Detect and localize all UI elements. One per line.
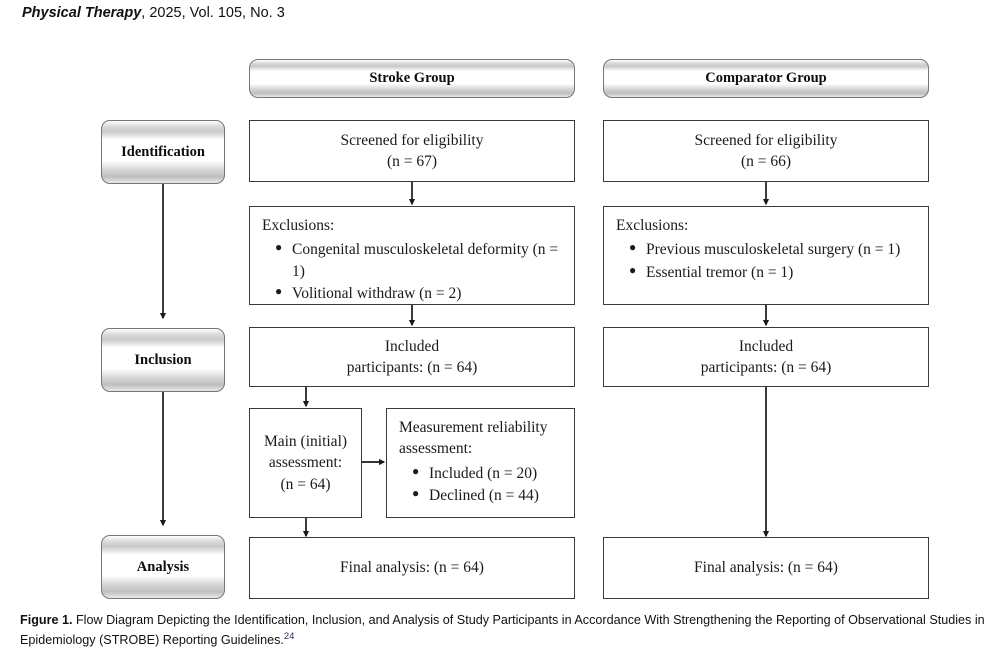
list-item: ● Congenital musculoskeletal deformity (… (275, 239, 564, 282)
node-stroke-included-line1: Included (384, 337, 440, 355)
column-header-stroke-group-label: Stroke Group (369, 70, 455, 86)
list-item: ● Essential tremor (n = 1) (629, 262, 918, 283)
figure-caption: Figure 1. Flow Diagram Depicting the Ide… (20, 612, 988, 650)
node-stroke-main-line2: assessment: (268, 454, 343, 472)
node-comparator-exclusions-item-1: Essential tremor (n = 1) (646, 263, 794, 281)
figure-caption-reference: 24 (283, 630, 295, 642)
connector-layer (159, 182, 770, 538)
journal-issue: , 2025, Vol. 105, No. 3 (141, 5, 285, 21)
node-comparator-included: Included participants: (n = 64) (603, 327, 929, 387)
node-comparator-screened: Screened for eligibility (n = 66) (603, 120, 929, 182)
node-stroke-exclusions-item-0: Congenital musculoskeletal deformity (n … (292, 241, 559, 280)
node-stroke-reliability-item-1: Declined (n = 44) (429, 487, 539, 505)
list-item: ● Included (n = 20) (412, 463, 564, 484)
node-comparator-final-label: Final analysis: (n = 64) (694, 559, 838, 577)
node-stroke-included-line2: participants: (n = 64) (346, 359, 478, 376)
node-stroke-final-label: Final analysis: (n = 64) (340, 559, 484, 577)
node-stroke-screened: Screened for eligibility (n = 67) (249, 120, 575, 182)
node-stroke-exclusions: Exclusions: ● Congenital musculoskeletal… (249, 206, 575, 305)
node-comparator-included-line2: participants: (n = 64) (700, 359, 832, 376)
journal-header: Physical Therapy, 2025, Vol. 105, No. 3 (22, 5, 285, 21)
node-comparator-screened-line2: (n = 66) (740, 153, 792, 170)
node-stroke-reliability-line2: assessment: (399, 440, 473, 458)
bullet-icon: ● (629, 262, 637, 277)
list-item: ● Declined (n = 44) (412, 485, 564, 506)
node-comparator-final-analysis: Final analysis: (n = 64) (603, 537, 929, 599)
node-comparator-included-line1: Included (738, 337, 794, 355)
bullet-icon: ● (275, 240, 283, 255)
bullet-icon: ● (412, 463, 420, 478)
figure-caption-label: Figure 1. (20, 613, 73, 627)
node-stroke-screened-line1: Screened for eligibility (340, 131, 484, 149)
stage-analysis: Analysis (101, 535, 225, 599)
node-stroke-reliability-item-0: Included (n = 20) (429, 464, 538, 482)
journal-title: Physical Therapy (22, 5, 142, 21)
stage-inclusion: Inclusion (101, 328, 225, 392)
node-stroke-exclusions-title: Exclusions: (262, 217, 335, 234)
node-comparator-exclusions-item-0: Previous musculoskeletal surgery (n = 1) (646, 241, 901, 259)
list-item: ● Previous musculoskeletal surgery (n = … (629, 239, 918, 260)
column-header-stroke-group: Stroke Group (249, 59, 575, 98)
column-header-comparator-group: Comparator Group (603, 59, 929, 98)
bullet-icon: ● (275, 284, 283, 299)
node-stroke-final-analysis: Final analysis: (n = 64) (249, 537, 575, 599)
node-comparator-exclusions: Exclusions: ● Previous musculoskeletal s… (603, 206, 929, 305)
node-stroke-exclusions-item-1: Volitional withdraw (n = 2) (292, 285, 462, 303)
node-comparator-screened-line1: Screened for eligibility (694, 131, 838, 149)
node-stroke-main-assessment: Main (initial) assessment: (n = 64) (249, 408, 362, 518)
stage-identification: Identification (101, 120, 225, 184)
list-item: ● Volitional withdraw (n = 2) (275, 283, 564, 304)
flow-diagram: Stroke Group Comparator Group Identifica… (0, 40, 1001, 610)
bullet-icon: ● (412, 486, 420, 501)
node-stroke-reliability-line1: Measurement reliability (399, 419, 548, 436)
figure-caption-text: Flow Diagram Depicting the Identificatio… (20, 613, 985, 648)
node-comparator-exclusions-list: ● Previous musculoskeletal surgery (n = … (616, 239, 918, 283)
node-comparator-exclusions-title: Exclusions: (616, 217, 689, 234)
node-stroke-exclusions-list: ● Congenital musculoskeletal deformity (… (262, 239, 564, 304)
node-stroke-main-line3: (n = 64) (280, 475, 331, 493)
node-stroke-main-line1: Main (initial) (263, 432, 348, 450)
node-stroke-reliability-assessment: Measurement reliability assessment: ● In… (386, 408, 575, 518)
stage-analysis-label: Analysis (136, 558, 190, 575)
node-stroke-screened-line2: (n = 67) (386, 153, 438, 170)
node-stroke-included: Included participants: (n = 64) (249, 327, 575, 387)
stage-identification-label: Identification (121, 143, 205, 160)
bullet-icon: ● (629, 240, 637, 255)
stage-inclusion-label: Inclusion (134, 351, 192, 368)
column-header-comparator-group-label: Comparator Group (705, 70, 827, 86)
node-stroke-reliability-list: ● Included (n = 20) ● Declined (n = 44) (399, 463, 564, 507)
